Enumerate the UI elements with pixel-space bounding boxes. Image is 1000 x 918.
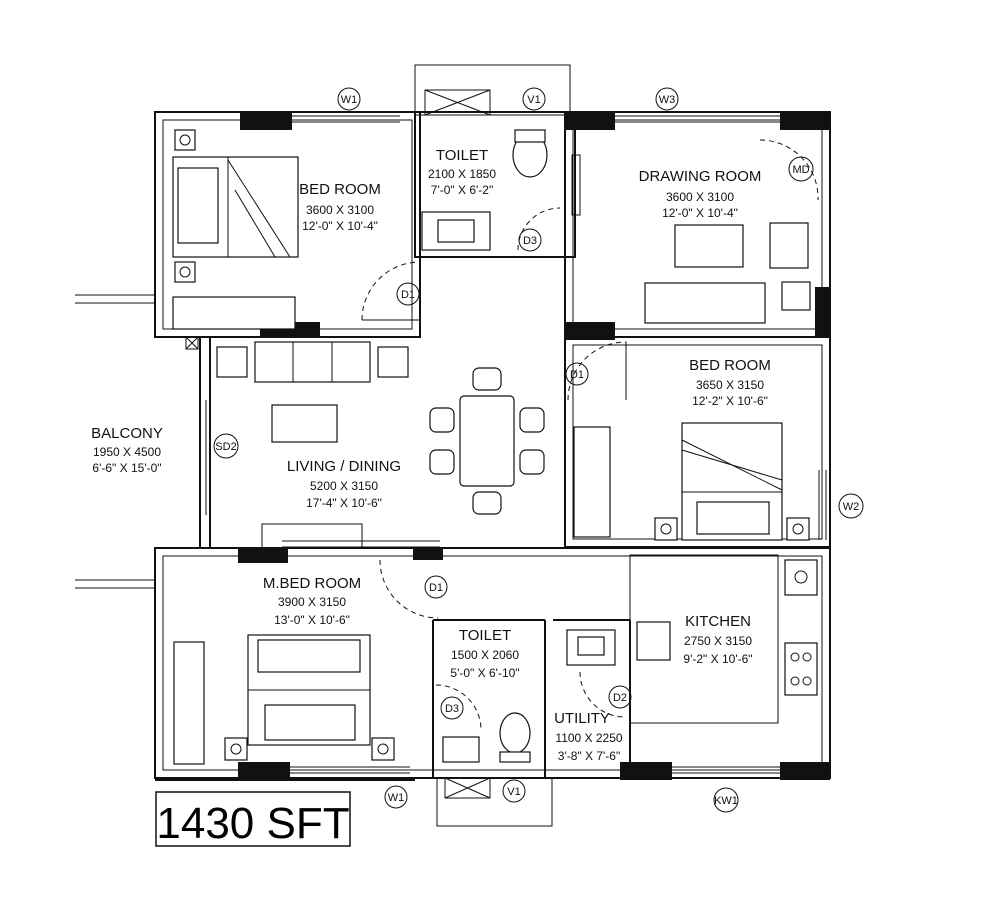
room-label-kitchen: KITCHEN 2750 X 3150 9'-2" X 10'-6" [683, 613, 752, 666]
windows [199, 115, 827, 774]
utility-dim-ft: 3'-8" X 7'-6" [558, 749, 620, 763]
utility-dim-mm: 1100 X 2250 [555, 731, 622, 745]
toilet1-dim-ft: 7'-0" X 6'-2" [431, 183, 493, 197]
tag-md: MD [792, 164, 809, 176]
tag-d2: D2 [613, 692, 627, 704]
balcony-name: BALCONY [91, 425, 163, 442]
tag-sd2: SD2 [215, 441, 236, 453]
toilet2-dim-ft: 5'-0" X 6'-10" [450, 666, 519, 680]
tag-v1-top: V1 [527, 94, 540, 106]
kitchen-name: KITCHEN [685, 613, 751, 630]
total-area: 1430 SFT [156, 799, 349, 848]
tag-v1-bottom: V1 [507, 786, 520, 798]
room-label-mbedroom: M.BED ROOM 3900 X 3150 13'-0" X 10'-6" [263, 575, 361, 627]
toilet2-name: TOILET [459, 627, 511, 644]
bedroom2-dim-mm: 3650 X 3150 [696, 378, 764, 392]
room-label-toilet1: TOILET 2100 X 1850 7'-0" X 6'-2" [428, 147, 496, 197]
living-name: LIVING / DINING [287, 458, 401, 475]
drawing-name: DRAWING ROOM [639, 168, 762, 185]
bedroom1-name: BED ROOM [299, 181, 381, 198]
bedroom2-name: BED ROOM [689, 357, 771, 374]
room-label-toilet2: TOILET 1500 X 2060 5'-0" X 6'-10" [450, 627, 519, 680]
utility-name: UTILITY [554, 710, 610, 727]
tag-w1-top: W1 [341, 94, 358, 106]
bedroom1-dim-mm: 3600 X 3100 [306, 203, 374, 217]
room-label-living: LIVING / DINING 5200 X 3150 17'-4" X 10'… [287, 458, 401, 510]
room-label-bedroom1: BED ROOM 3600 X 3100 12'-0" X 10'-4" [299, 181, 381, 233]
kitchen-dim-mm: 2750 X 3150 [684, 634, 752, 648]
tag-kw1: KW1 [714, 795, 738, 807]
room-label-bedroom2: BED ROOM 3650 X 3150 12'-2" X 10'-6" [689, 357, 771, 408]
kitchen-dim-ft: 9'-2" X 10'-6" [683, 652, 752, 666]
tag-w2: W2 [843, 501, 860, 513]
bedroom2-dim-ft: 12'-2" X 10'-6" [692, 394, 768, 408]
balcony-dim-ft: 6'-6" X 15'-0" [92, 461, 161, 475]
furniture [172, 129, 818, 765]
mbedroom-dim-mm: 3900 X 3150 [278, 595, 346, 609]
room-label-balcony: BALCONY 1950 X 4500 6'-6" X 15'-0" [91, 425, 163, 475]
living-dim-mm: 5200 X 3150 [310, 479, 378, 493]
doors [361, 139, 819, 731]
room-label-utility: UTILITY 1100 X 2250 3'-8" X 7'-6" [554, 710, 623, 763]
room-label-drawing: DRAWING ROOM 3600 X 3100 12'-0" X 10'-4" [639, 168, 762, 220]
toilet2-dim-mm: 1500 X 2060 [451, 648, 519, 662]
opening-tags: W1 V1 W3 MD D3 D1 D1 SD2 W2 D1 D3 D2 W1 … [213, 87, 864, 813]
living-dim-ft: 17'-4" X 10'-6" [306, 496, 382, 510]
drawing-dim-ft: 12'-0" X 10'-4" [662, 206, 738, 220]
total-area-box: 1430 SFT [155, 791, 351, 848]
tag-d1-bed2: D1 [570, 369, 584, 381]
tag-d3-bottom: D3 [445, 703, 459, 715]
tag-w1-bottom: W1 [388, 792, 405, 804]
balcony-dim-mm: 1950 X 4500 [93, 445, 161, 459]
tag-d1-mbed: D1 [429, 582, 443, 594]
tag-d1-bed1: D1 [401, 289, 415, 301]
columns [238, 112, 830, 780]
tag-d3-top: D3 [523, 235, 537, 247]
drawing-dim-mm: 3600 X 3100 [666, 190, 734, 204]
toilet1-name: TOILET [436, 147, 488, 164]
toilet1-dim-mm: 2100 X 1850 [428, 167, 496, 181]
mbedroom-name: M.BED ROOM [263, 575, 361, 592]
mbedroom-dim-ft: 13'-0" X 10'-6" [274, 613, 350, 627]
bedroom1-dim-ft: 12'-0" X 10'-4" [302, 219, 378, 233]
tag-w3: W3 [659, 94, 676, 106]
